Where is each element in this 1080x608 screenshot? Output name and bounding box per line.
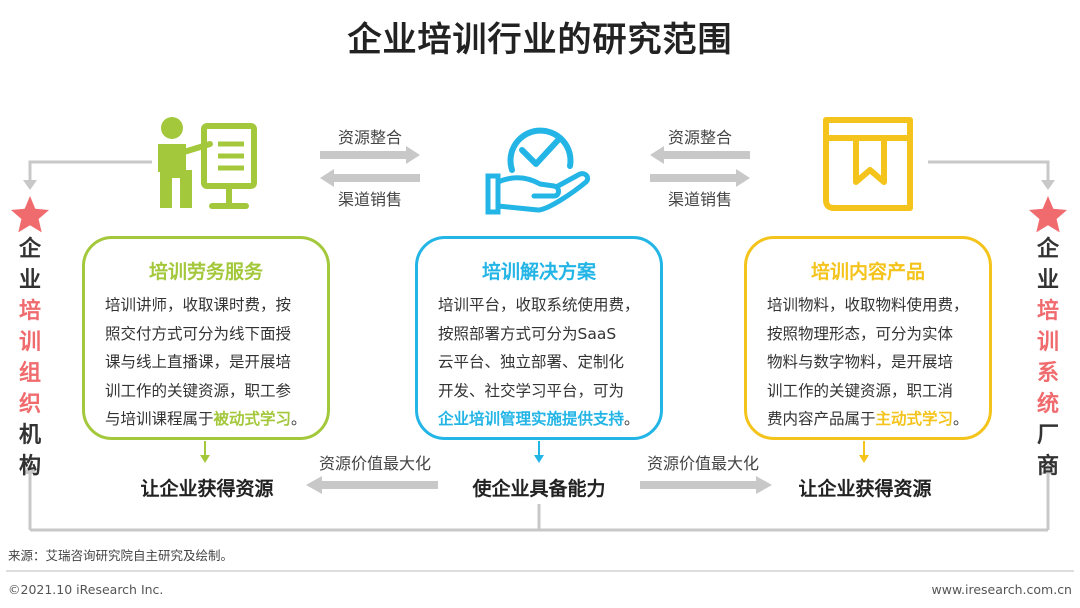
center-down-arrow <box>534 455 544 463</box>
side-char: 培 <box>18 299 41 324</box>
side-char: 机 <box>18 423 41 448</box>
box-line: 培训讲师，收取课时费，按 <box>105 296 292 314</box>
solution-hand-check-icon <box>485 127 591 215</box>
value-left-arrow <box>320 481 438 489</box>
box-line: 开发、社交学习平台，可为 <box>438 381 625 400</box>
flow-label-left-sales: 渠道销售 <box>337 190 402 209</box>
left-outer-connector <box>28 160 152 182</box>
box-line: 按照物理形态，可分为实体 <box>767 324 954 343</box>
side-char: 织 <box>18 392 41 417</box>
box-line: 照交付方式可分为线下面授 <box>105 324 292 343</box>
footer-website: www.iresearch.com.cn <box>931 582 1073 597</box>
outcome-center: 使企业具备能力 <box>472 478 606 500</box>
box-line-last: 企业培训管理实施提供支持。 <box>438 405 644 434</box>
box-line: 课与线上直播课，是开展培 <box>105 353 292 371</box>
side-char: 统 <box>1036 392 1059 417</box>
value-right-arrow <box>640 481 758 489</box>
right-star-icon <box>1029 196 1067 233</box>
flow-label-right-sales: 渠道销售 <box>667 190 732 209</box>
side-char: 训 <box>1036 330 1059 355</box>
box-line: 物料与数字物料，是开展培 <box>767 353 954 371</box>
box-line-suffix: 。 <box>624 410 640 428</box>
trainer-icon <box>158 117 257 209</box>
side-char: 商 <box>1036 454 1059 479</box>
box-body: 培训物料，收取物料使用费， 按照物理形态，可分为实体 物料与数字物料，是开展培 … <box>767 291 973 434</box>
flow-label-right-integrate: 资源整合 <box>667 128 732 147</box>
left-frame-up-arrowhead <box>23 464 37 474</box>
box-highlight: 企业培训管理实施提供支持 <box>438 410 625 428</box>
box-training-content: 培训内容产品 培训物料，收取物料使用费， 按照物理形态，可分为实体 物料与数字物… <box>744 236 992 440</box>
box-line-suffix: 。 <box>291 410 307 428</box>
box-title: 培训劳务服务 <box>148 261 263 283</box>
box-line-prefix: 费内容产品属于 <box>767 410 876 428</box>
left-integrate-arrow <box>320 151 408 159</box>
box-line: 培训物料，收取物料使用费， <box>767 296 969 314</box>
flow-label-left-integrate: 资源整合 <box>337 128 402 147</box>
box-line: 培训平台，收取系统使用费， <box>438 296 640 314</box>
box-line-last: 与培训课程属于被动式学习。 <box>105 405 311 434</box>
right-frame-up-arrowhead <box>1041 464 1055 474</box>
box-body: 培训讲师，收取课时费，按 照交付方式可分为线下面授 课与线上直播课，是开展培 训… <box>105 291 311 434</box>
side-char: 企 <box>1036 237 1059 262</box>
box-title: 培训解决方案 <box>481 261 596 283</box>
page-title: 企业培训行业的研究范围 <box>347 20 733 60</box>
side-char: 训 <box>18 330 41 355</box>
flow-label-value-left: 资源价值最大化 <box>318 454 431 473</box>
side-label-left: 企业培训组织机构 <box>18 234 42 482</box>
box-highlight: 被动式学习 <box>213 410 292 428</box>
side-char: 系 <box>1036 361 1059 386</box>
box-training-solutions: 培训解决方案 培训平台，收取系统使用费， 按照部署方式可分为SaaS 云平台、独… <box>415 236 663 440</box>
left-outer-arrowhead <box>23 180 37 190</box>
side-char: 培 <box>1036 299 1059 324</box>
left-sales-arrow <box>332 174 420 182</box>
left-star-icon <box>11 196 49 233</box>
flow-label-value-right: 资源价值最大化 <box>646 454 759 473</box>
box-line: 按照部署方式可分为SaaS <box>438 324 617 343</box>
box-line-suffix: 。 <box>953 410 969 428</box>
box-line: 训工作的关键资源，职工参 <box>105 381 292 400</box>
source-note: 来源：艾瑞咨询研究院自主研究及绘制。 <box>8 548 234 563</box>
box-body: 培训平台，收取系统使用费， 按照部署方式可分为SaaS 云平台、独立部署、定制化… <box>438 291 644 434</box>
side-char: 企 <box>18 237 41 262</box>
footer-copyright: ©2021.10 iResearch Inc. <box>8 582 164 597</box>
box-highlight: 主动式学习 <box>875 410 954 428</box>
outcome-left: 让企业获得资源 <box>140 478 274 500</box>
outcome-right: 让企业获得资源 <box>798 478 932 500</box>
content-product-book-icon <box>823 117 913 211</box>
left-down-arrow <box>200 455 210 463</box>
side-char: 组 <box>18 361 41 386</box>
box-training-services: 培训劳务服务 培训讲师，收取课时费，按 照交付方式可分为线下面授 课与线上直播课… <box>82 236 330 440</box>
box-title: 培训内容产品 <box>810 261 925 283</box>
right-outer-arrowhead <box>1041 180 1055 190</box>
right-outer-connector <box>928 160 1050 182</box>
right-down-arrow <box>859 455 869 463</box>
right-integrate-arrow <box>662 151 750 159</box>
side-char: 构 <box>18 454 41 479</box>
side-char: 厂 <box>1036 423 1059 448</box>
side-char: 业 <box>1036 268 1059 293</box>
box-line: 训工作的关键资源，职工消 <box>767 381 954 400</box>
box-line-prefix: 与培训课程属于 <box>105 410 214 428</box>
box-line: 云平台、独立部署、定制化 <box>438 353 625 371</box>
side-char: 业 <box>18 268 41 293</box>
side-label-right: 企业培训系统厂商 <box>1036 234 1060 482</box>
right-sales-arrow <box>650 174 738 182</box>
box-line-last: 费内容产品属于主动式学习。 <box>767 405 973 434</box>
